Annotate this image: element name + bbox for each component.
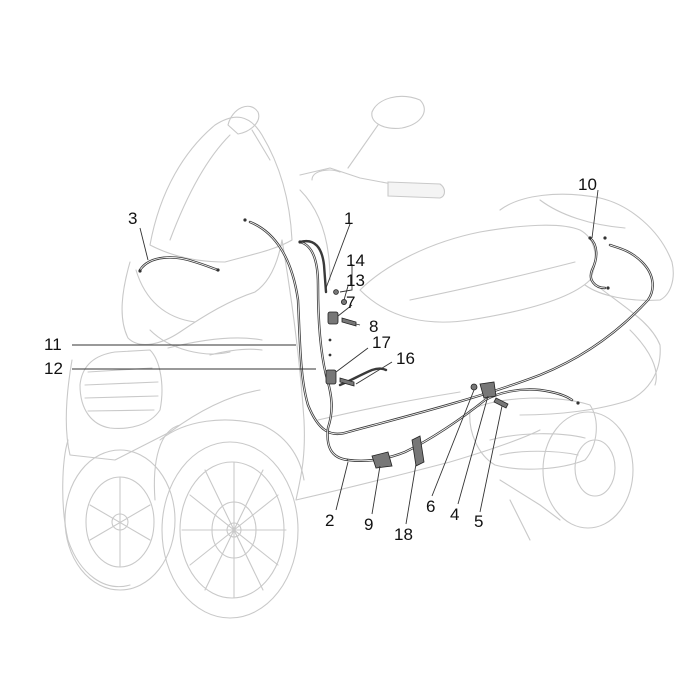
- cable-part-1: [298, 239, 328, 294]
- callout-9: 9: [364, 515, 373, 534]
- callout-14: 14: [346, 251, 365, 270]
- callout-labels: 1 2 3 4 5 6 7 8 9 10 11 12 13 14 16 17 1…: [44, 175, 597, 544]
- callout-13: 13: [346, 271, 365, 290]
- callout-18: 18: [394, 525, 413, 544]
- callout-10: 10: [578, 175, 597, 194]
- front-fairing-outline: [121, 239, 283, 346]
- seat-outline: [359, 224, 596, 323]
- far-front-wheel-outline: [64, 449, 176, 591]
- callout-3: 3: [128, 209, 137, 228]
- engine-outline: [469, 397, 597, 470]
- fitting-part-9: [371, 451, 393, 469]
- left-mirror-outline: [227, 105, 260, 135]
- fitting-part-8: [341, 317, 357, 327]
- right-mirror-outline: [371, 95, 425, 129]
- callout-12: 12: [44, 359, 63, 378]
- callout-16: 16: [396, 349, 415, 368]
- grille-outline: [79, 349, 163, 429]
- fitting-part-7: [327, 311, 339, 325]
- fitting-part-18: [411, 435, 425, 467]
- fitting-part-14: [333, 289, 339, 295]
- fitting-part-6: [470, 383, 478, 391]
- top-case-outline: [499, 193, 674, 301]
- callout-6: 6: [426, 497, 435, 516]
- fitting-part-4: [479, 381, 497, 399]
- rear-wheel-outline: [542, 411, 634, 529]
- windscreen-outline: [149, 116, 293, 263]
- leader-lines: [72, 189, 599, 525]
- cable-group: [138, 218, 654, 462]
- callout-7: 7: [346, 293, 355, 312]
- callout-17: 17: [372, 333, 391, 352]
- fitting-part-5: [493, 397, 509, 409]
- cable-end-dots: [138, 218, 610, 405]
- callout-11: 11: [44, 335, 62, 354]
- scooter-outline: [62, 95, 674, 619]
- fittings-group: [325, 289, 509, 469]
- callout-4: 4: [450, 505, 459, 524]
- callout-5: 5: [474, 512, 483, 531]
- cable-part-11: [248, 220, 654, 436]
- fitting-part-17: [325, 369, 337, 385]
- callout-2: 2: [325, 511, 334, 530]
- callout-8: 8: [369, 317, 378, 336]
- near-front-wheel-outline: [161, 441, 299, 619]
- cable-part-3: [138, 256, 220, 272]
- callout-1: 1: [344, 209, 353, 228]
